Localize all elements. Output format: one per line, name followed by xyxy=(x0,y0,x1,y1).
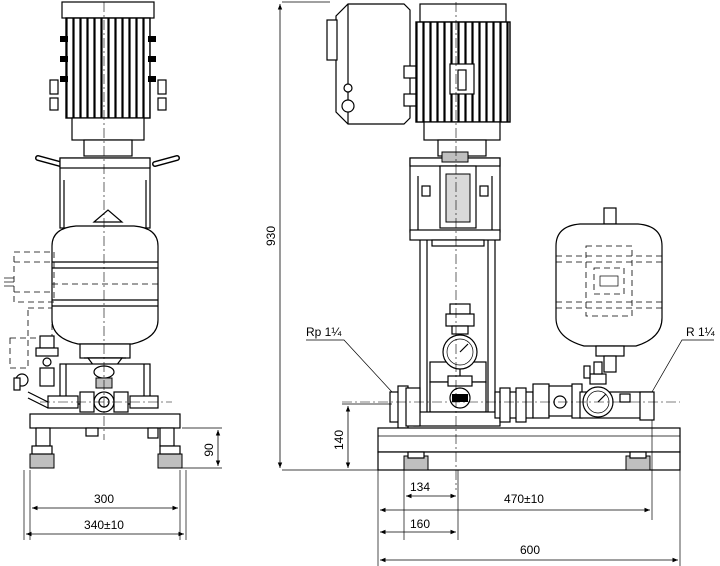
front-pressure-vessel xyxy=(555,207,663,373)
side-baseframe xyxy=(29,413,183,469)
side-motor xyxy=(49,1,167,157)
front-baseframe xyxy=(377,427,681,471)
front-lantern xyxy=(409,151,501,241)
front-control-box xyxy=(326,3,421,125)
dim-140-label: 140 xyxy=(332,430,346,450)
dimensions: 930 140 90 300 340±10 134 470±10 160 xyxy=(23,1,716,566)
dim-90-label: 90 xyxy=(202,443,216,457)
front-pump-gauge xyxy=(442,303,478,409)
side-pressure-vessel xyxy=(51,225,159,367)
dim-134-label: 134 xyxy=(410,480,430,494)
dim-300-label: 300 xyxy=(94,492,114,506)
side-view xyxy=(4,1,183,469)
dim-930-label: 930 xyxy=(264,226,278,246)
side-lantern xyxy=(59,157,151,229)
front-suction-pipe xyxy=(389,385,421,429)
dim-470-label: 470±10 xyxy=(504,492,544,506)
front-view xyxy=(326,2,681,490)
dim-160-label: 160 xyxy=(410,517,430,531)
dim-600-label: 600 xyxy=(520,543,540,557)
dim-340-label: 340±10 xyxy=(84,518,124,532)
front-discharge-manifold xyxy=(494,361,655,423)
front-motor xyxy=(415,3,511,157)
outlet-thread-label: R 1¼ xyxy=(686,325,716,339)
inlet-thread-label: Rp 1¼ xyxy=(306,325,342,339)
